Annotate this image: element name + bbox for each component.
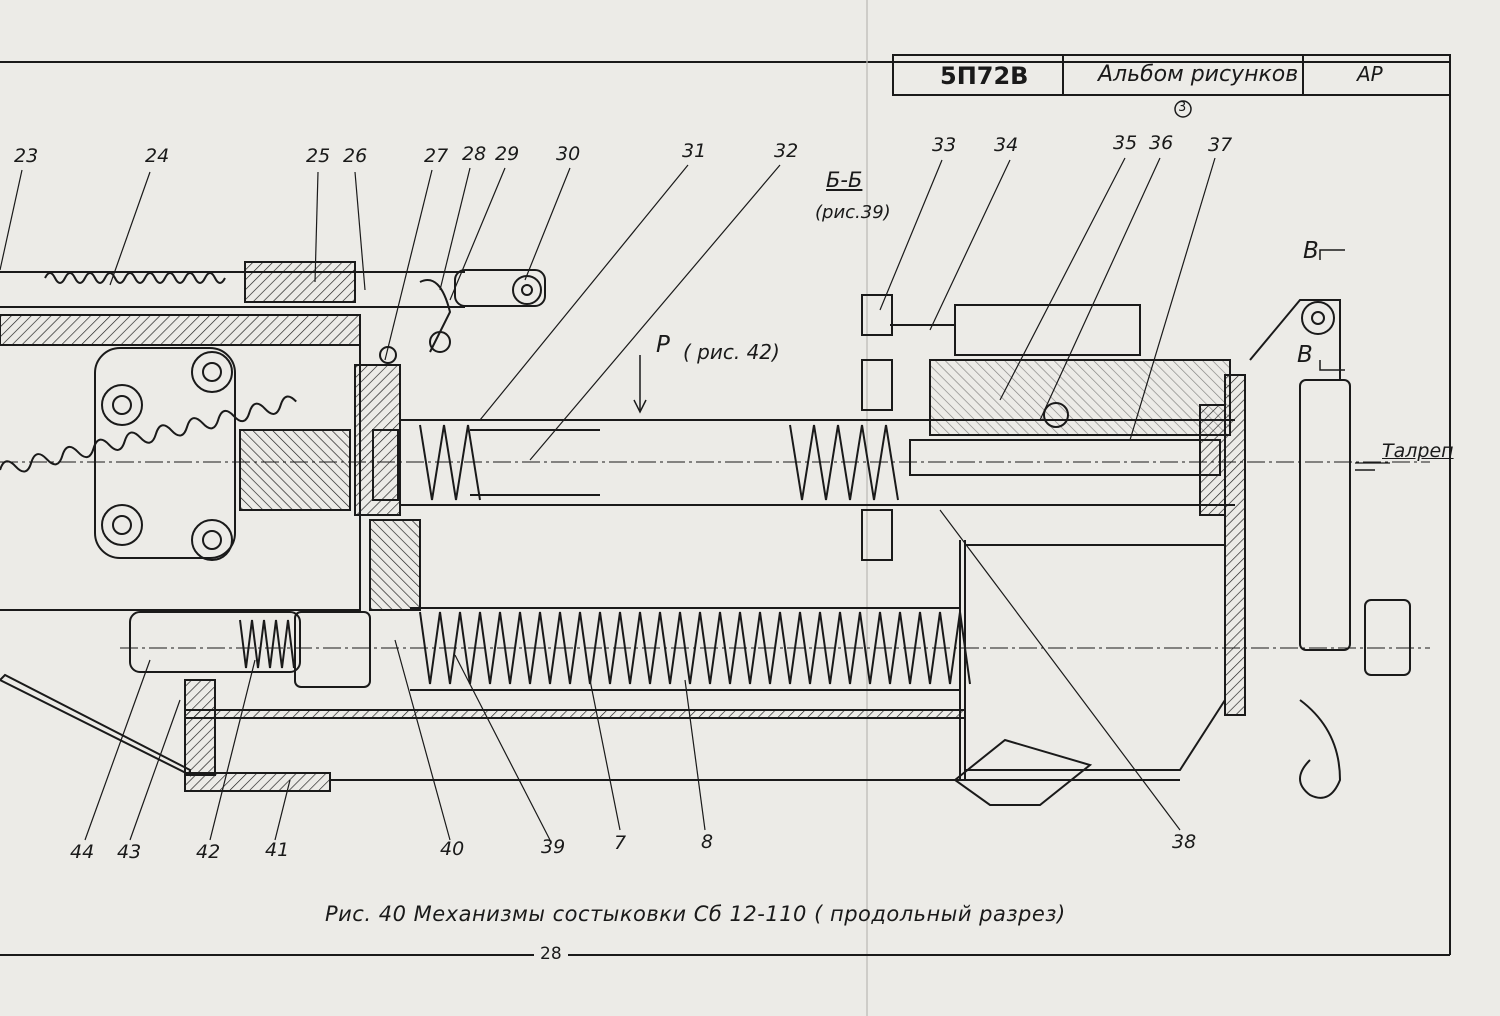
turnbuckle-label: Талреп <box>1382 440 1454 462</box>
section-mark: Б-Б <box>826 168 863 192</box>
turnbuckle <box>1249 249 1411 799</box>
axis-lines <box>0 461 1430 649</box>
callout-8: 8 <box>701 831 714 853</box>
leader-lines <box>0 157 1390 841</box>
view-mark-top: В <box>1303 238 1319 264</box>
callout-27: 27 <box>424 145 449 167</box>
callout-39: 39 <box>541 836 566 858</box>
stamp-number: 3 <box>1178 100 1187 115</box>
callout-41: 41 <box>265 839 290 861</box>
upper-rod-assembly <box>0 261 546 353</box>
callout-33: 33 <box>932 134 957 156</box>
callout-26: 26 <box>343 145 368 167</box>
callout-40: 40 <box>440 838 465 860</box>
callout-43: 43 <box>117 841 142 863</box>
callout-34: 34 <box>994 134 1019 156</box>
latch-assembly <box>354 346 421 611</box>
callout-7: 7 <box>614 832 627 854</box>
left-housing <box>0 314 361 611</box>
callout-23: 23 <box>14 145 39 167</box>
callout-24: 24 <box>145 145 170 167</box>
album-title: Альбом рисунков <box>1098 62 1299 87</box>
callout-42: 42 <box>196 841 221 863</box>
callout-31: 31 <box>682 140 707 162</box>
figure-caption: Рис. 40 Механизмы состыковки Сб 12-110 (… <box>325 902 1066 926</box>
callout-35: 35 <box>1113 132 1138 154</box>
callout-38: 38 <box>1172 831 1197 853</box>
force-ref: ( рис. 42) <box>683 340 780 364</box>
callout-28: 28 <box>462 143 487 165</box>
sheet-code: АР <box>1357 62 1383 86</box>
force-letter: Р <box>656 332 670 358</box>
callout-44: 44 <box>70 841 95 863</box>
callout-29: 29 <box>495 143 520 165</box>
callout-25: 25 <box>306 145 331 167</box>
title-block <box>892 54 1451 118</box>
right-clamp <box>861 294 1231 561</box>
lower-assembly <box>0 374 1246 806</box>
section-ref: (рис.39) <box>815 202 891 223</box>
callout-36: 36 <box>1149 132 1174 154</box>
callout-32: 32 <box>774 140 799 162</box>
callout-30: 30 <box>556 143 581 165</box>
page-number: 28 <box>534 944 568 964</box>
view-mark-bottom: В <box>1297 342 1313 368</box>
callout-37: 37 <box>1208 134 1233 156</box>
drawing-code: 5П72В <box>940 62 1029 90</box>
